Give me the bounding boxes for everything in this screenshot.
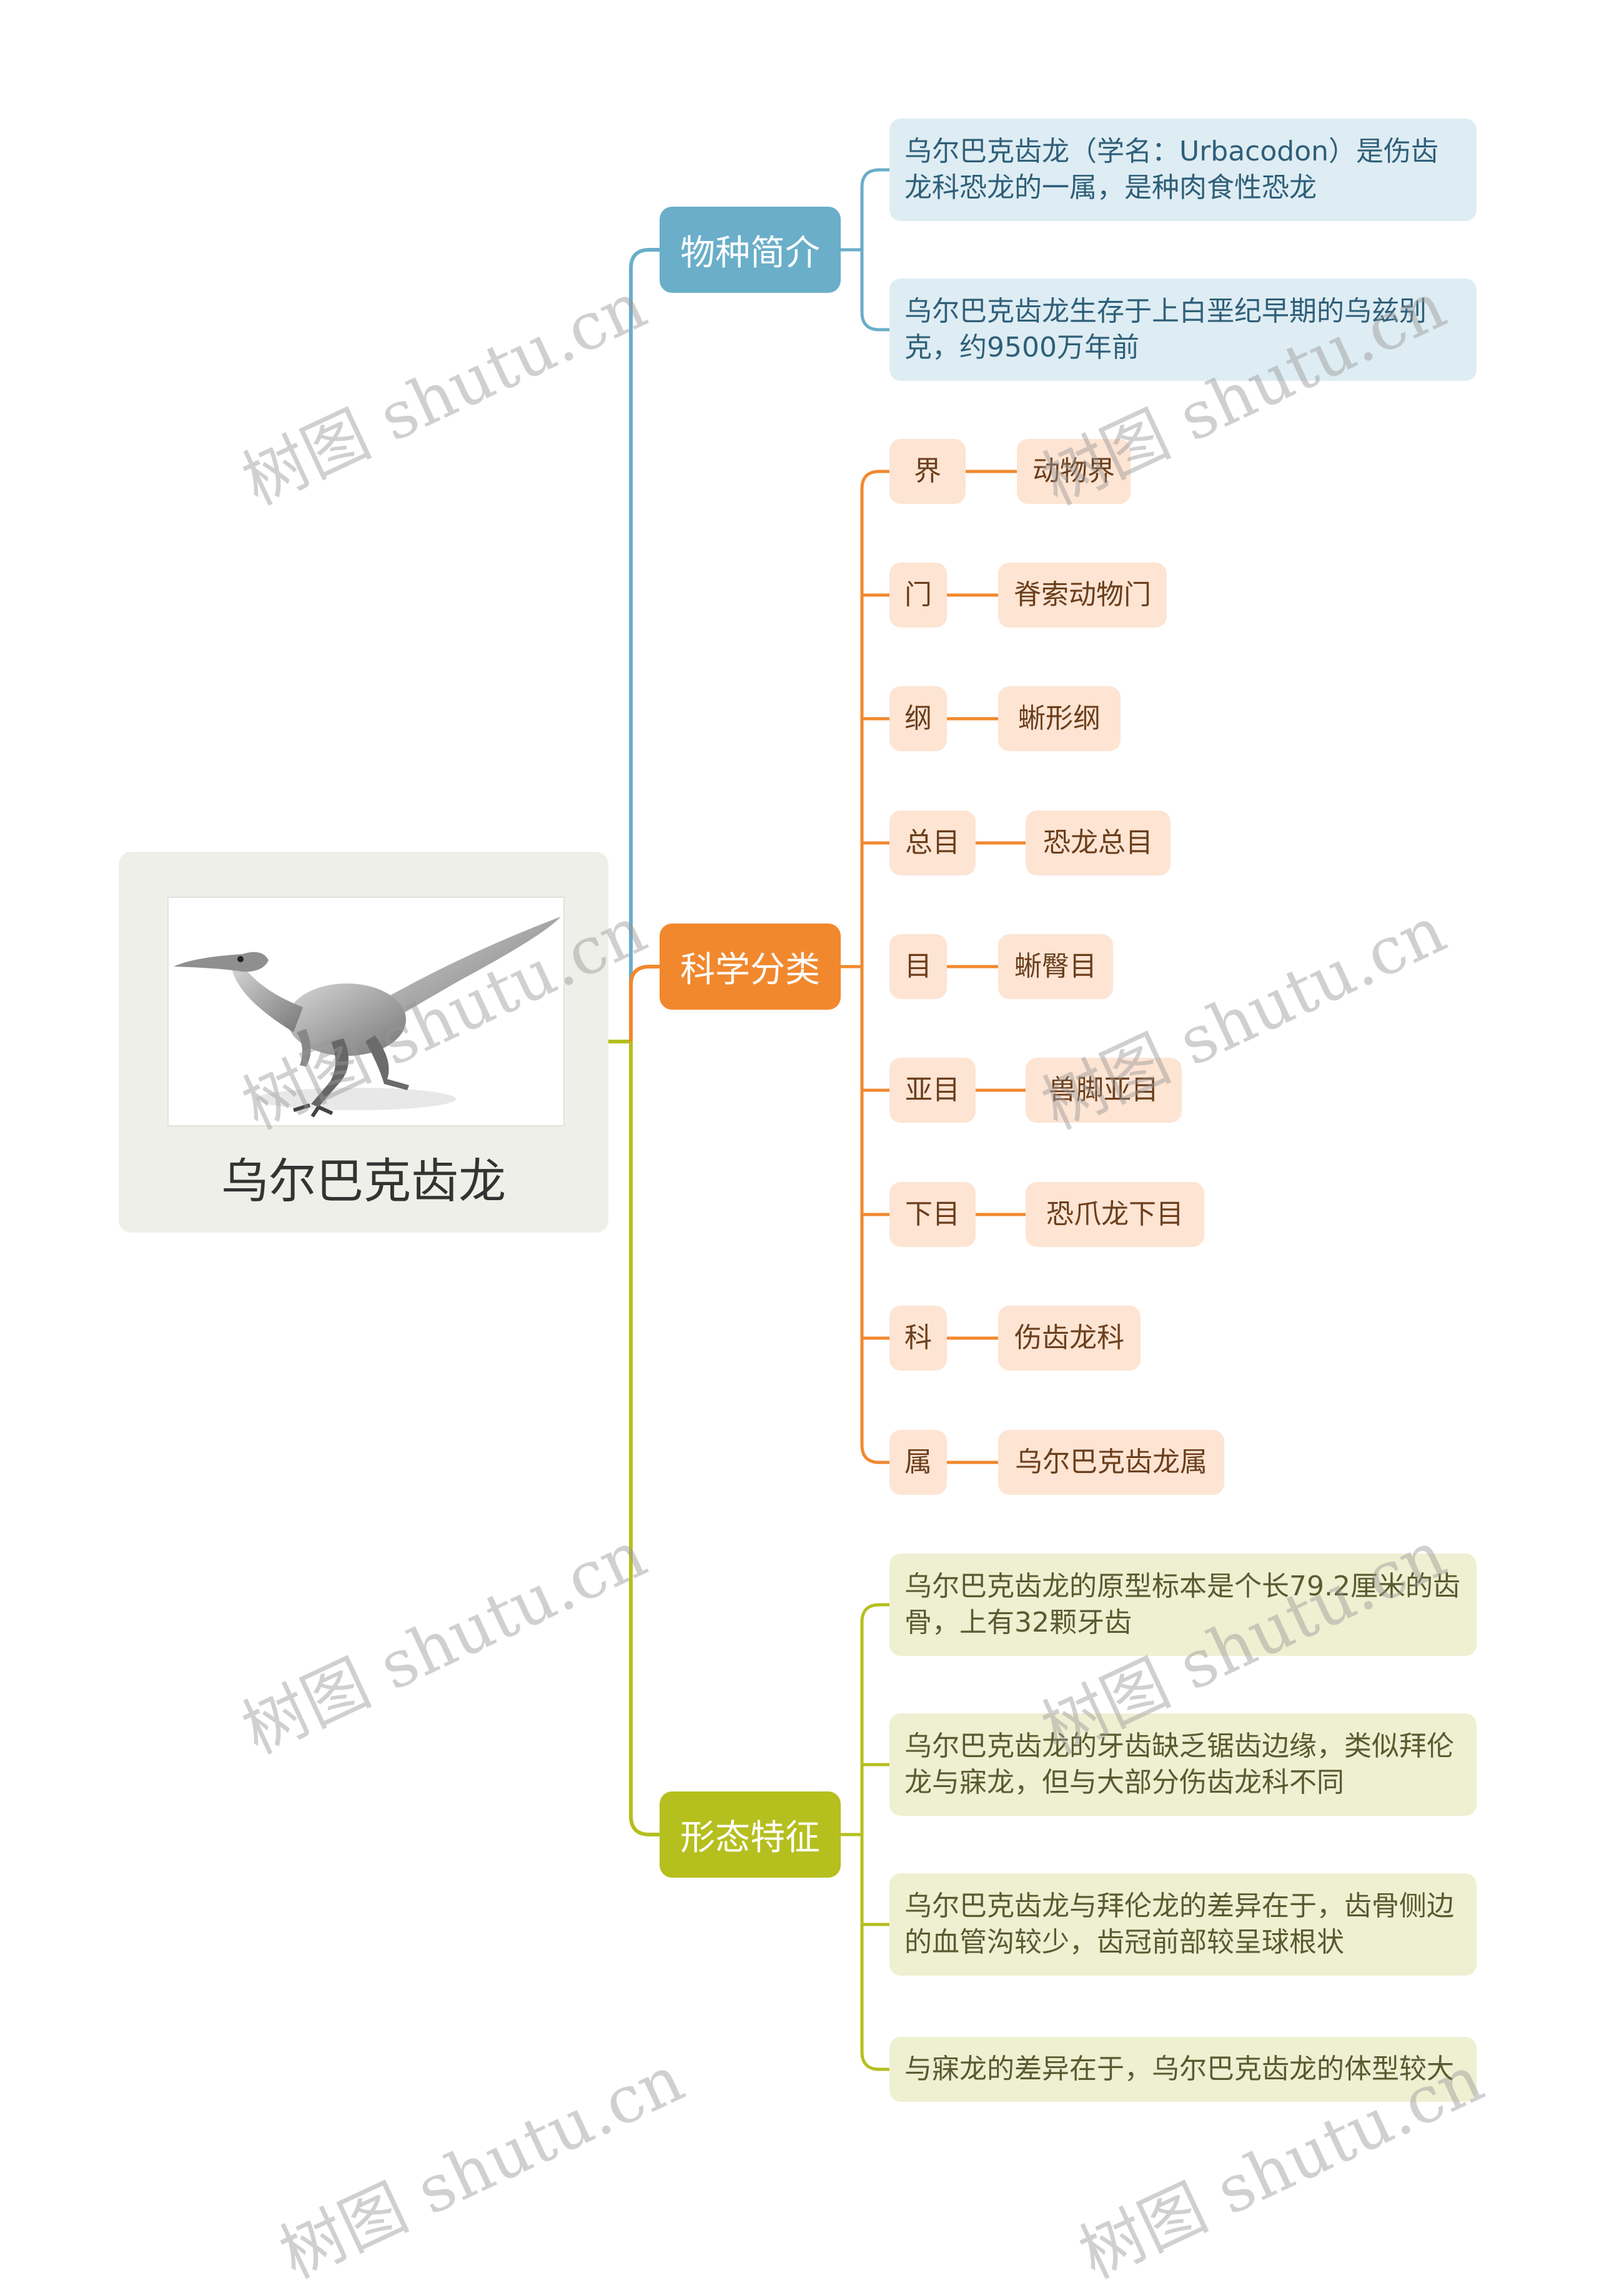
- branch-classification[interactable]: 科学分类: [660, 924, 841, 1010]
- rank-label: 下目: [905, 1198, 960, 1230]
- rank-genus-value[interactable]: 乌尔巴克齿龙属: [998, 1430, 1224, 1495]
- rank-kingdom[interactable]: 界: [889, 439, 966, 504]
- rank-class[interactable]: 纲: [889, 686, 947, 751]
- leaf-morph-1[interactable]: 乌尔巴克齿龙的原型标本是个长79.2厘米的齿骨，上有32颗牙齿: [889, 1554, 1477, 1656]
- rank-family-value[interactable]: 伤齿龙科: [998, 1306, 1141, 1371]
- branch-species-intro[interactable]: 物种简介: [660, 207, 841, 293]
- rank-label: 亚目: [905, 1074, 960, 1106]
- rank-value: 恐龙总目: [1043, 827, 1153, 859]
- rank-value: 蜥臀目: [1014, 950, 1097, 982]
- leaf-morph-4[interactable]: 与寐龙的差异在于，乌尔巴克齿龙的体型较大: [889, 2037, 1477, 2102]
- leaf-intro-1[interactable]: 乌尔巴克齿龙（学名：Urbacodon）是伤齿龙科恐龙的一属，是种肉食性恐龙: [889, 119, 1477, 221]
- rank-value: 动物界: [1032, 455, 1115, 487]
- rank-label: 界: [914, 455, 941, 487]
- rank-superorder-value[interactable]: 恐龙总目: [1026, 810, 1171, 875]
- rank-value: 兽脚亚目: [1049, 1074, 1159, 1106]
- branch-label: 科学分类: [680, 949, 820, 990]
- rank-label: 科: [904, 1322, 932, 1354]
- rank-infraorder[interactable]: 下目: [889, 1182, 976, 1247]
- branch-morphology[interactable]: 形态特征: [660, 1791, 841, 1878]
- rank-label: 门: [904, 579, 932, 611]
- rank-superorder[interactable]: 总目: [889, 810, 976, 875]
- rank-phylum-value[interactable]: 脊索动物门: [998, 563, 1167, 628]
- rank-suborder[interactable]: 亚目: [889, 1058, 976, 1123]
- rank-order[interactable]: 目: [889, 934, 947, 999]
- rank-value: 伤齿龙科: [1014, 1322, 1124, 1354]
- rank-class-value[interactable]: 蜥形纲: [998, 686, 1121, 751]
- rank-label: 纲: [904, 702, 932, 734]
- central-topic[interactable]: 乌尔巴克齿龙: [119, 852, 608, 1233]
- rank-label: 属: [904, 1446, 932, 1478]
- rank-value: 恐爪龙下目: [1046, 1198, 1184, 1230]
- rank-phylum[interactable]: 门: [889, 563, 947, 628]
- branch-label: 形态特征: [680, 1817, 820, 1858]
- central-title: 乌尔巴克齿龙: [221, 1153, 506, 1209]
- rank-value: 脊索动物门: [1014, 579, 1151, 611]
- leaf-text: 乌尔巴克齿龙与拜伦龙的差异在于，齿骨侧边的血管沟较少，齿冠前部较呈球根状: [904, 1890, 1454, 1958]
- branch-label: 物种简介: [680, 232, 820, 273]
- leaf-text: 乌尔巴克齿龙的牙齿缺乏锯齿边缘，类似拜伦龙与寐龙，但与大部分伤齿龙科不同: [904, 1730, 1454, 1798]
- leaf-text: 乌尔巴克齿龙生存于上白垩纪早期的乌兹别克，约9500万年前: [904, 295, 1427, 363]
- dinosaur-photo: [167, 897, 565, 1126]
- dinosaur-illustration: [174, 917, 561, 1118]
- connector-lines: [608, 168, 1026, 2071]
- rank-kingdom-value[interactable]: 动物界: [1017, 439, 1131, 504]
- leaf-text: 乌尔巴克齿龙的原型标本是个长79.2厘米的齿骨，上有32颗牙齿: [904, 1570, 1460, 1638]
- rank-family[interactable]: 科: [889, 1306, 947, 1371]
- rank-value: 蜥形纲: [1018, 702, 1101, 734]
- rank-order-value[interactable]: 蜥臀目: [998, 934, 1113, 999]
- leaf-text: 乌尔巴克齿龙（学名：Urbacodon）是伤齿龙科恐龙的一属，是种肉食性恐龙: [904, 135, 1439, 204]
- leaf-text: 与寐龙的差异在于，乌尔巴克齿龙的体型较大: [904, 2053, 1454, 2085]
- rank-infraorder-value[interactable]: 恐爪龙下目: [1026, 1182, 1204, 1247]
- rank-suborder-value[interactable]: 兽脚亚目: [1026, 1058, 1182, 1123]
- rank-label: 目: [904, 950, 932, 982]
- leaf-intro-2[interactable]: 乌尔巴克齿龙生存于上白垩纪早期的乌兹别克，约9500万年前: [889, 278, 1477, 381]
- rank-label: 总目: [905, 827, 960, 859]
- leaf-morph-3[interactable]: 乌尔巴克齿龙与拜伦龙的差异在于，齿骨侧边的血管沟较少，齿冠前部较呈球根状: [889, 1873, 1477, 1976]
- rank-genus[interactable]: 属: [889, 1430, 947, 1495]
- rank-value: 乌尔巴克齿龙属: [1015, 1446, 1207, 1478]
- leaf-morph-2[interactable]: 乌尔巴克齿龙的牙齿缺乏锯齿边缘，类似拜伦龙与寐龙，但与大部分伤齿龙科不同: [889, 1713, 1477, 1816]
